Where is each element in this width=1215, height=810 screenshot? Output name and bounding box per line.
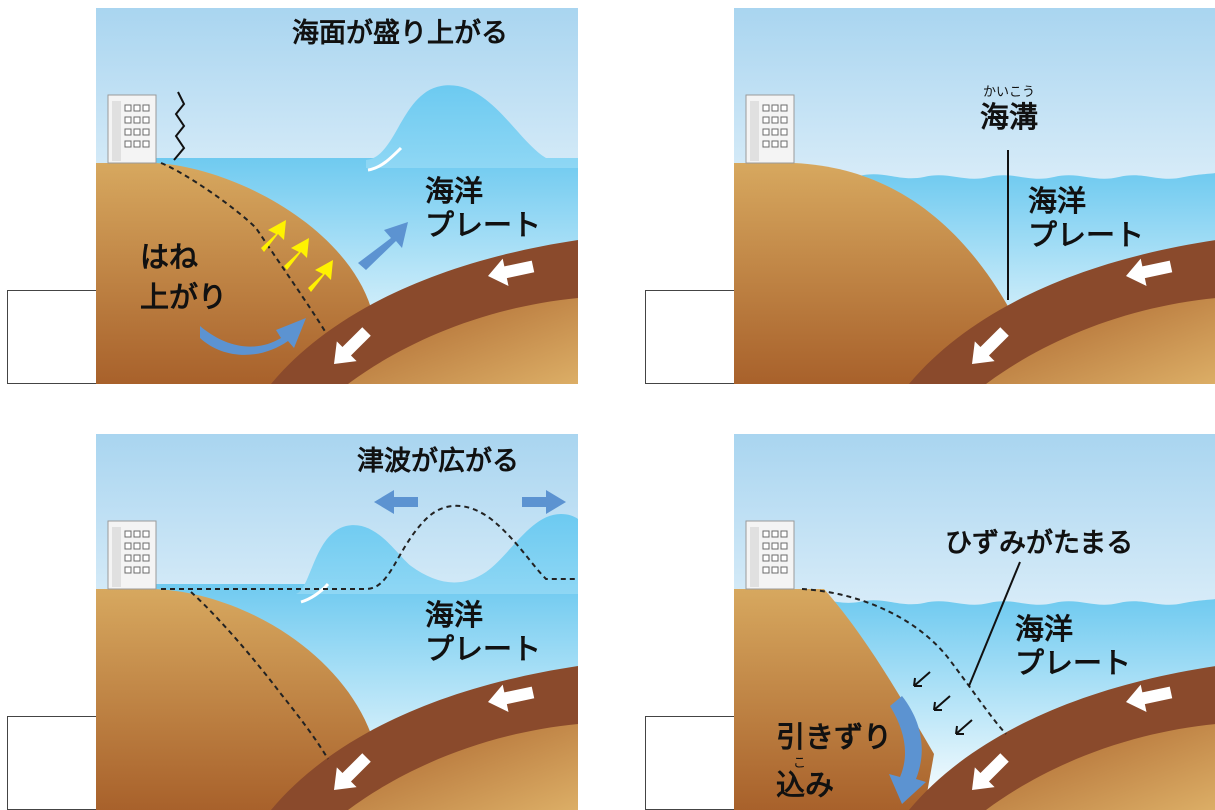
panel-top-left <box>96 8 578 384</box>
trench-label: 海溝 <box>979 100 1038 134</box>
plate-label-top-right-1: 海洋 <box>1028 184 1087 218</box>
plate-label-top-left-2: プレート <box>425 208 542 242</box>
dragged-land <box>734 589 934 810</box>
building <box>107 520 157 590</box>
strain-arrows <box>913 671 973 735</box>
uplift-wave <box>366 85 578 168</box>
plate-label-bottom-left-2: プレート <box>425 632 542 666</box>
building <box>745 94 795 164</box>
drag-label-2: 込み <box>776 768 835 802</box>
trench-ruby: かいこう <box>982 85 1035 100</box>
drag-ruby: こ <box>793 756 807 771</box>
panel-top-right <box>734 8 1215 384</box>
drag-curved-arrow <box>889 696 926 804</box>
original-land-outline <box>801 588 1007 735</box>
title-bottom-right: ひずみがたまる <box>945 528 1134 559</box>
land <box>96 589 371 810</box>
plate-label-top-left-1: 海洋 <box>425 174 484 208</box>
rebound-label-2: 上がり <box>140 280 228 314</box>
uplift-blue-arrow <box>358 222 408 270</box>
plate-label-bottom-right-1: 海洋 <box>1015 612 1074 646</box>
spread-arrow-left <box>374 490 418 514</box>
strain-pointer <box>968 561 1021 687</box>
shake-lines <box>173 91 186 161</box>
land <box>96 163 371 384</box>
building <box>745 520 795 590</box>
rebound-label-1: はね <box>140 240 199 274</box>
panel-bottom-right <box>734 434 1215 810</box>
side-box-bottom-left <box>7 716 99 810</box>
building <box>107 94 157 164</box>
side-box-bottom-right <box>645 716 737 810</box>
title-top-left: 海面が盛り上がる <box>292 18 508 49</box>
land <box>734 163 1009 384</box>
fault-line <box>190 591 329 760</box>
plate-label-bottom-left-1: 海洋 <box>425 598 484 632</box>
lower-plate-land <box>346 293 578 384</box>
tsunami-waves <box>296 514 578 594</box>
drag-label-1: 引きずり <box>776 720 893 754</box>
title-bottom-left: 津波が広がる <box>357 446 519 477</box>
original-surface-line <box>161 504 578 590</box>
rebound-curved-arrow <box>200 318 306 355</box>
side-box-top-left <box>7 290 99 384</box>
uplift-arrows-yellow <box>261 220 333 292</box>
panel-bottom-left <box>96 434 578 810</box>
plate-label-bottom-right-2: プレート <box>1015 646 1132 680</box>
spread-arrow-right <box>522 490 566 514</box>
plate-label-top-right-2: プレート <box>1028 218 1145 252</box>
fault-line <box>160 162 327 334</box>
side-box-top-right <box>645 290 737 384</box>
